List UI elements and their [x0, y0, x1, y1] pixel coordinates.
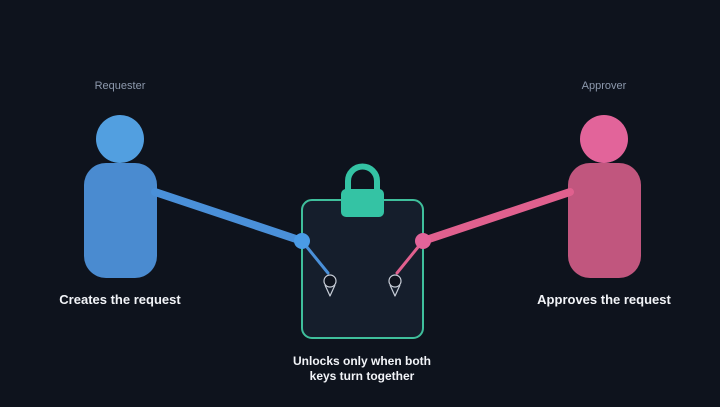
lockbox-body	[301, 199, 424, 339]
approver-role-label: Approver	[581, 80, 627, 92]
lockbox	[301, 199, 424, 339]
lockbox-caption: Unlocks only when both keys turn togethe…	[262, 354, 462, 384]
requester-figure	[84, 115, 157, 278]
approver-body	[568, 163, 641, 278]
requester-hand	[294, 233, 310, 249]
approver-head	[580, 115, 628, 163]
approver-caption: Approves the request	[537, 292, 671, 307]
lockbox-caption-line-1: Unlocks only when both	[292, 354, 431, 368]
approver-figure	[568, 115, 641, 278]
approver-arm	[395, 188, 574, 275]
requester-arm	[151, 188, 330, 275]
requester-caption: Creates the request	[59, 292, 181, 307]
approver-hand	[415, 233, 431, 249]
requester-body	[84, 163, 157, 278]
requester-head	[96, 115, 144, 163]
key-icon	[388, 274, 402, 297]
lockbox-caption-line-2: keys turn together	[309, 369, 415, 383]
requester-role-label: Requester	[94, 80, 146, 92]
padlock-icon	[341, 163, 384, 217]
key-icon	[323, 274, 337, 297]
